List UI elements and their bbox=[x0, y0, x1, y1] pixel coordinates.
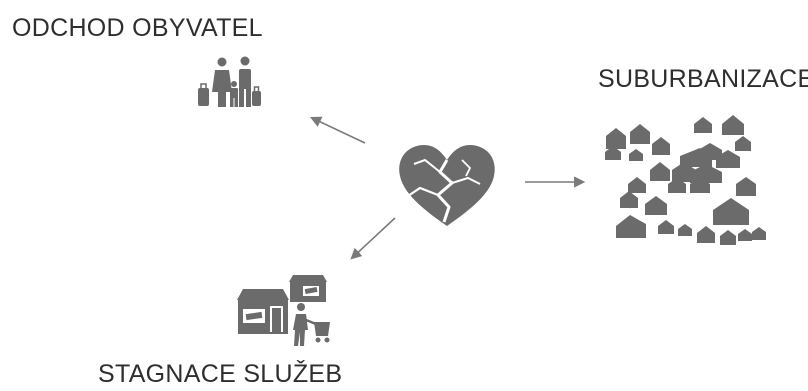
shops-and-shopper-icon bbox=[237, 275, 330, 346]
family-with-luggage-icon bbox=[198, 57, 261, 108]
broken-heart-icon bbox=[399, 145, 495, 226]
houses-cluster-icon bbox=[605, 115, 766, 245]
arrow-to-emigration bbox=[312, 118, 365, 143]
arrow-to-stagnation bbox=[352, 218, 395, 258]
